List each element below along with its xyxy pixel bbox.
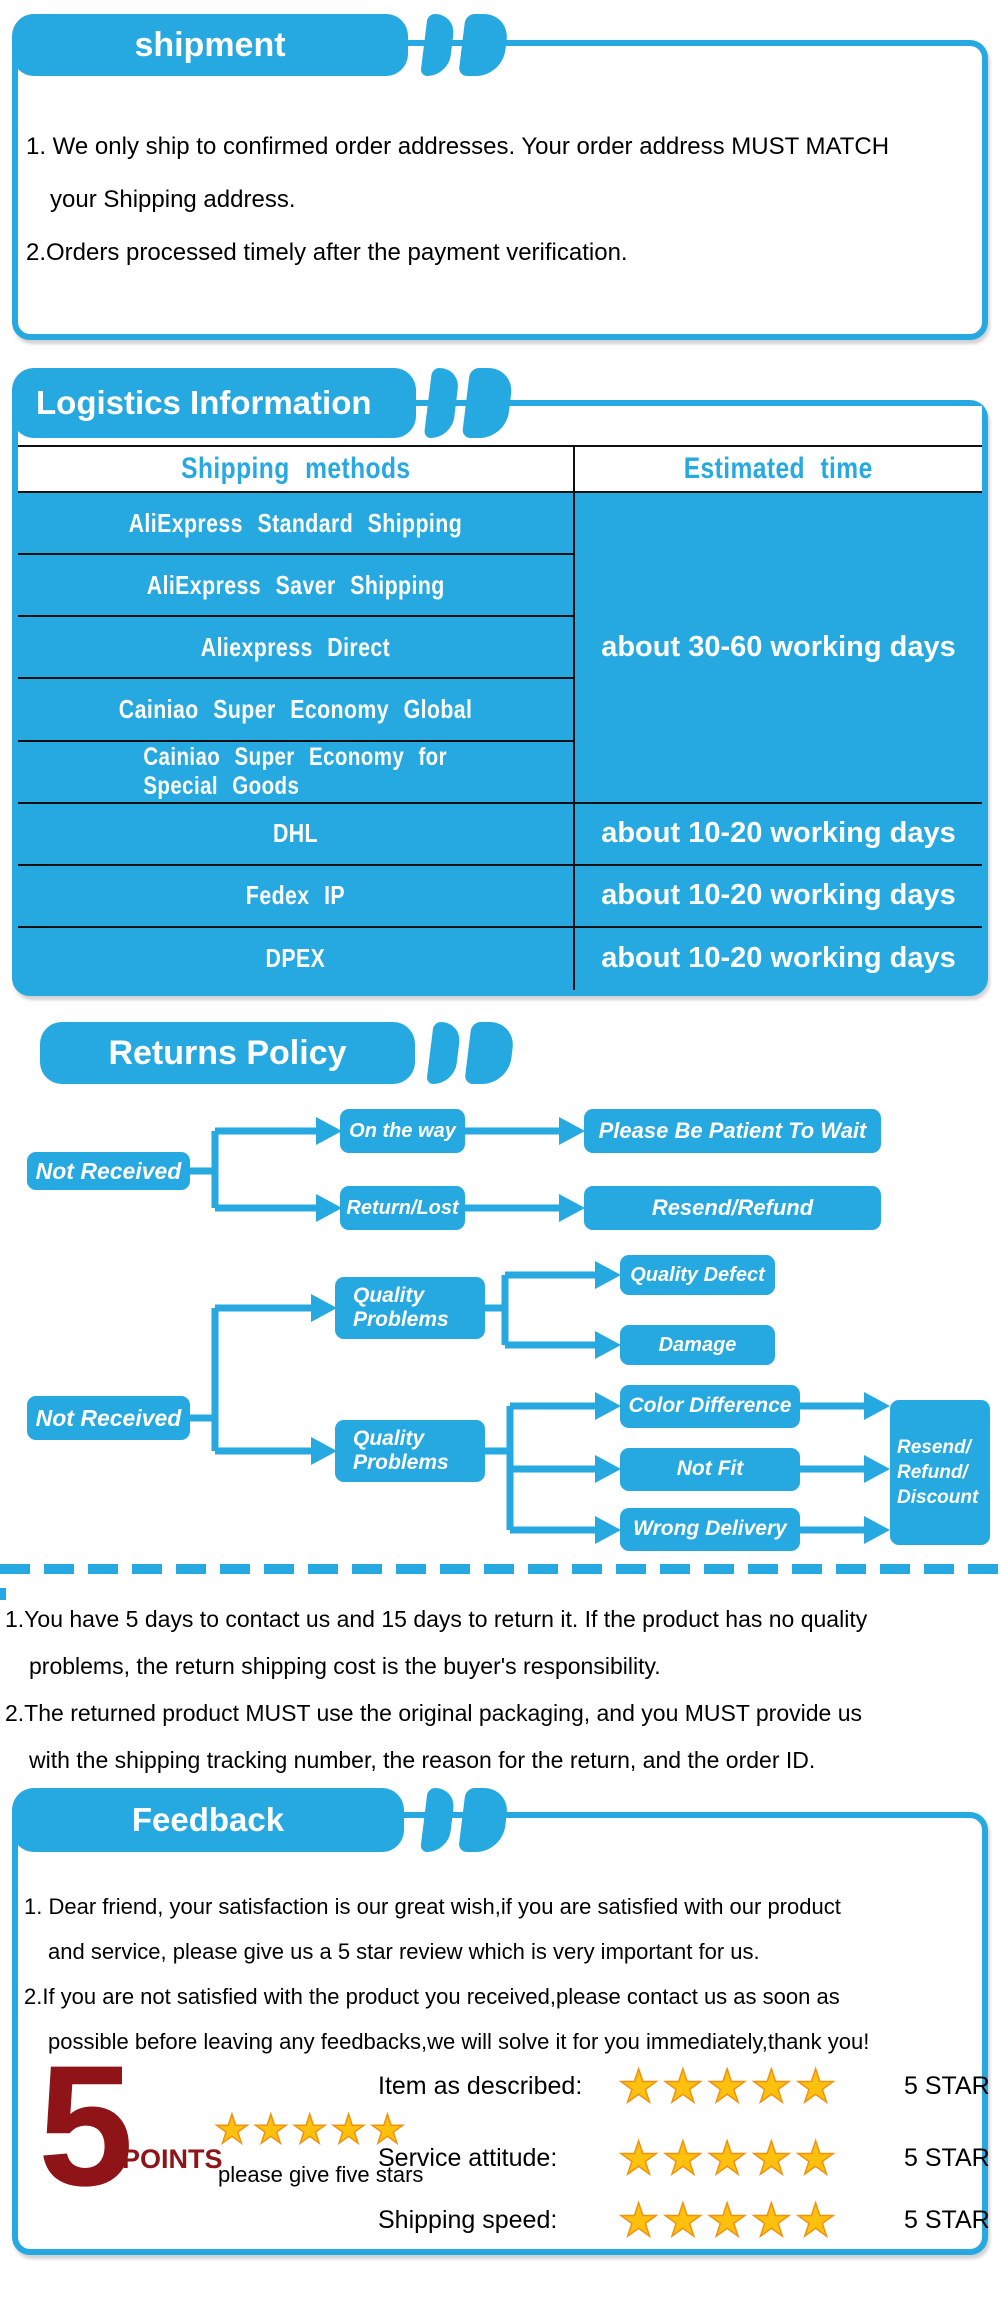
five-points-stars: ★★★★★ — [213, 2107, 409, 2153]
shipment-title: shipment — [134, 25, 286, 64]
rating-label: Shipping speed: — [378, 2205, 558, 2234]
column-header-estimated-time: Estimated time — [575, 445, 982, 493]
feedback-line: and service, please give us a 5 star rev… — [48, 1939, 760, 1964]
rating-label: Item as described: — [378, 2071, 583, 2100]
feedback-box: 1. Dear friend, your satisfaction is our… — [12, 1812, 990, 2255]
table-cell-time: about 10-20 working days — [575, 865, 982, 928]
rating-value: 5 STAR — [904, 2205, 990, 2234]
star-icon: ★ — [661, 2059, 707, 2113]
star-icon: ★ — [794, 2193, 840, 2247]
star-icon: ★ — [617, 2059, 663, 2113]
feedback-text: 1. Dear friend, your satisfaction is our… — [24, 1884, 869, 2064]
star-icon: ★ — [794, 2131, 840, 2185]
flow-node-not-fit: Not Fit — [620, 1448, 800, 1491]
bracket-decoration-icon — [464, 1022, 516, 1084]
logistics-header-pill: Logistics Information — [12, 368, 416, 438]
star-icon: ★ — [330, 2107, 370, 2153]
shipment-header-pill: shipment — [12, 14, 408, 76]
rating-row: Service attitude: ★★★★★ 5 STAR — [378, 2128, 990, 2188]
star-icon: ★ — [617, 2193, 663, 2247]
table-cell-time: about 10-20 working days — [575, 927, 982, 990]
dashed-separator — [0, 1564, 1000, 1574]
flow-connectors-svg — [190, 1117, 890, 1544]
flow-node-quality-problems-1: Quality Problems — [335, 1277, 485, 1339]
returns-note-line: 2.The returned product MUST use the orig… — [5, 1700, 863, 1726]
star-icon: ★ — [706, 2193, 751, 2247]
flow-node-return-lost: Return/Lost — [340, 1186, 465, 1230]
flow-node-damage: Damage — [620, 1325, 775, 1365]
returns-note-line: with the shipping tracking number, the r… — [29, 1747, 816, 1773]
five-points-label: POINTS — [122, 2144, 223, 2174]
table-row-method: AliExpress Standard Shipping — [18, 493, 575, 556]
table-cell-merged-time: about 30-60 working days — [575, 493, 982, 804]
shipment-text: 1. We only ship to confirmed order addre… — [26, 120, 889, 279]
star-icon: ★ — [661, 2193, 707, 2247]
star-icon: ★ — [794, 2059, 840, 2113]
flow-node-color-difference: Color Difference — [620, 1385, 800, 1428]
shipment-line: your Shipping address. — [50, 186, 296, 213]
rating-value: 5 STAR — [904, 2143, 990, 2172]
flow-node-wrong-delivery: Wrong Delivery — [620, 1508, 800, 1551]
star-icon: ★ — [661, 2131, 707, 2185]
table-row-method: DPEX — [18, 927, 575, 990]
flow-node-resend-refund: Resend/Refund — [584, 1186, 881, 1230]
rating-stars: ★★★★★ — [617, 2134, 890, 2182]
star-icon: ★ — [617, 2131, 663, 2185]
flow-node-resend-refund-discount: Resend/ Refund/ Discount — [890, 1400, 990, 1545]
logistics-box: Shipping methods Estimated time AliExpre… — [12, 400, 988, 996]
star-icon: ★ — [291, 2107, 331, 2153]
table-row-method: Cainiao Super Economy for Special Goods — [18, 741, 575, 804]
star-icon: ★ — [750, 2131, 795, 2185]
flow-node-not-received-2: Not Received — [27, 1396, 190, 1440]
flow-node-not-received-1: Not Received — [27, 1152, 190, 1190]
table-row-method: Fedex IP — [18, 865, 575, 928]
five-points-number: 5 — [38, 2030, 134, 2222]
star-icon: ★ — [213, 2107, 253, 2153]
bracket-decoration-icon — [426, 1022, 462, 1084]
flow-node-quality-defect: Quality Defect — [620, 1255, 775, 1295]
rating-label: Service attitude: — [378, 2143, 558, 2172]
flow-node-quality-problems-2: Quality Problems — [335, 1420, 485, 1482]
five-points-hint: please give five stars — [218, 2162, 424, 2187]
shipment-line: 1. We only ship to confirmed order addre… — [26, 133, 890, 160]
column-header-shipping-methods: Shipping methods — [18, 445, 575, 493]
feedback-header-pill: Feedback — [12, 1788, 404, 1852]
returns-note-line: problems, the return shipping cost is th… — [29, 1653, 661, 1679]
returns-notes: 1.You have 5 days to contact us and 15 d… — [5, 1596, 867, 1784]
table-row-method: Cainiao Super Economy Global — [18, 679, 575, 742]
rating-stars: ★★★★★ — [617, 2196, 890, 2244]
flow-node-please-be-patient: Please Be Patient To Wait — [584, 1109, 881, 1153]
shipment-line: 2.Orders processed timely after the paym… — [26, 239, 628, 266]
feedback-line: 1. Dear friend, your satisfaction is our… — [24, 1894, 841, 1919]
rating-row: Shipping speed: ★★★★★ 5 STAR — [378, 2190, 990, 2250]
table-row-method: Aliexpress Direct — [18, 617, 575, 680]
returns-title: Returns Policy — [108, 1033, 347, 1072]
feedback-line: 2.If you are not satisfied with the prod… — [24, 1984, 840, 2009]
star-icon: ★ — [706, 2131, 751, 2185]
star-icon: ★ — [750, 2193, 795, 2247]
table-row-method: AliExpress Saver Shipping — [18, 555, 575, 618]
feedback-title: Feedback — [131, 1801, 285, 1838]
star-icon: ★ — [252, 2107, 292, 2153]
dashed-separator-remnant — [0, 1588, 6, 1600]
star-icon: ★ — [369, 2107, 409, 2153]
table-cell-time: about 10-20 working days — [575, 803, 982, 866]
rating-row: Item as described: ★★★★★ 5 STAR — [378, 2056, 990, 2116]
flow-node-on-the-way: On the way — [340, 1109, 465, 1153]
star-icon: ★ — [706, 2059, 751, 2113]
rating-value: 5 STAR — [904, 2071, 990, 2100]
returns-header-pill: Returns Policy — [40, 1022, 415, 1084]
returns-note-line: 1.You have 5 days to contact us and 15 d… — [5, 1606, 868, 1632]
rating-stars: ★★★★★ — [617, 2062, 890, 2110]
logistics-table: Shipping methods Estimated time AliExpre… — [18, 406, 982, 990]
star-icon: ★ — [750, 2059, 795, 2113]
table-row-method: DHL — [18, 803, 575, 866]
logistics-title: Logistics Information — [36, 384, 372, 421]
feedback-line: possible before leaving any feedbacks,we… — [48, 2029, 870, 2054]
